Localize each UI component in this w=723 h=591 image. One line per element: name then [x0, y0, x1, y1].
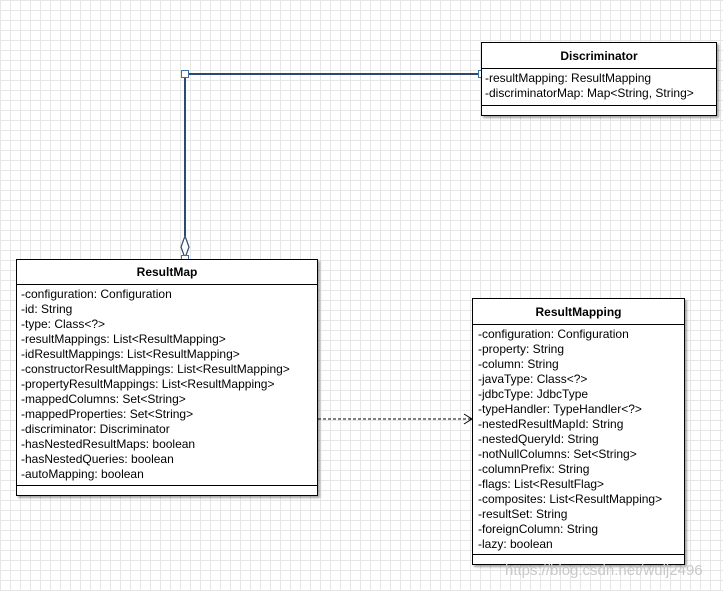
- class-result-map-attributes: -configuration: Configuration -id: Strin…: [17, 285, 317, 482]
- aggregation-connector[interactable]: [180, 70, 486, 263]
- attribute: -idResultMappings: List<ResultMapping>: [21, 347, 240, 361]
- connector-handle-corner[interactable]: [181, 70, 189, 78]
- class-discriminator-attributes: -resultMapping: ResultMapping -discrimin…: [482, 69, 716, 101]
- attribute: -typeHandler: TypeHandler<?>: [478, 402, 642, 416]
- attribute: -composites: List<ResultMapping>: [478, 492, 663, 506]
- attribute: -configuration: Configuration: [21, 287, 172, 301]
- attribute: -autoMapping: boolean: [21, 467, 144, 481]
- class-result-mapping-attributes: -configuration: Configuration -property:…: [473, 325, 684, 552]
- attribute: -jdbcType: JdbcType: [478, 387, 589, 401]
- attribute: -hasNestedQueries: boolean: [21, 452, 174, 466]
- method-compartment-divider: [482, 105, 716, 106]
- aggregation-line[interactable]: [184, 73, 482, 236]
- method-compartment-divider: [473, 554, 684, 555]
- attribute: -constructorResultMappings: List<ResultM…: [21, 362, 290, 376]
- attribute: -mappedProperties: Set<String>: [21, 407, 194, 421]
- attribute: -hasNestedResultMaps: boolean: [21, 437, 196, 451]
- class-result-map-name: ResultMap: [17, 260, 317, 285]
- attribute: -javaType: Class<?>: [478, 372, 588, 386]
- dependency-connector[interactable]: [318, 413, 473, 425]
- attribute: -configuration: Configuration: [478, 327, 629, 341]
- attribute: -type: Class<?>: [21, 317, 106, 331]
- watermark-text: https://blog.csdn.net/wulj2496: [505, 562, 703, 579]
- attribute: -discriminatorMap: Map<String, String>: [485, 86, 694, 100]
- attribute: -discriminator: Discriminator: [21, 422, 170, 436]
- attribute: -columnPrefix: String: [478, 462, 590, 476]
- attribute: -notNullColumns: Set<String>: [478, 447, 637, 461]
- attribute: -nestedResultMapId: String: [478, 417, 624, 431]
- attribute: -lazy: boolean: [478, 537, 553, 551]
- class-result-mapping[interactable]: ResultMapping -configuration: Configurat…: [472, 298, 685, 565]
- attribute: -resultSet: String: [478, 507, 568, 521]
- attribute: -nestedQueryId: String: [478, 432, 599, 446]
- attribute: -foreignColumn: String: [478, 522, 599, 536]
- attribute: -flags: List<ResultFlag>: [478, 477, 605, 491]
- attribute: -id: String: [21, 302, 73, 316]
- class-discriminator[interactable]: Discriminator -resultMapping: ResultMapp…: [481, 42, 717, 116]
- class-result-map[interactable]: ResultMap -configuration: Configuration …: [16, 259, 318, 496]
- attribute: -resultMappings: List<ResultMapping>: [21, 332, 226, 346]
- attribute: -propertyResultMappings: List<ResultMapp…: [21, 377, 275, 391]
- attribute: -resultMapping: ResultMapping: [485, 71, 652, 85]
- class-discriminator-name: Discriminator: [482, 43, 716, 69]
- attribute: -column: String: [478, 357, 559, 371]
- attribute: -property: String: [478, 342, 565, 356]
- method-compartment-divider: [17, 485, 317, 486]
- attribute: -mappedColumns: Set<String>: [21, 392, 186, 406]
- class-result-mapping-name: ResultMapping: [473, 299, 684, 325]
- aggregation-diamond-marker: [180, 234, 190, 260]
